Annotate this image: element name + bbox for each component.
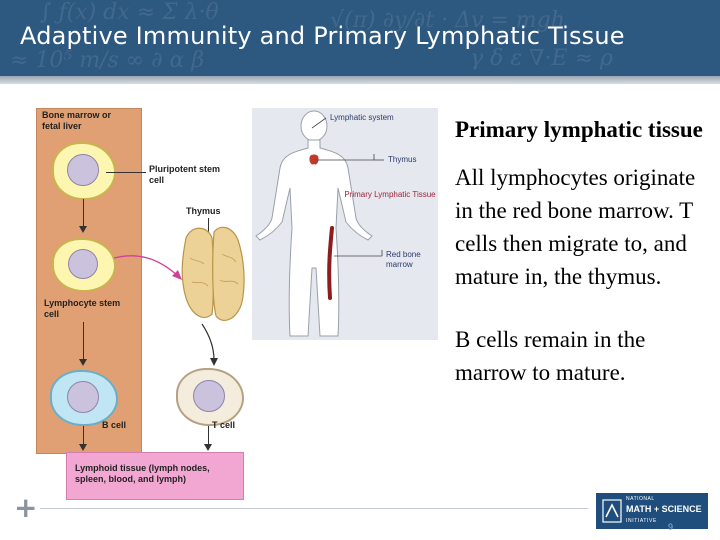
lymphoid-tissue-label: Lymphoid tissue (lymph nodes, spleen, bl… [75,463,210,484]
lymphocyte-development-diagram: Bone marrow or fetal liver Pluripotent s… [36,108,250,500]
b-cell-to-tissue-head [79,444,87,451]
arrow-down-1 [83,199,84,227]
content-text-column: Primary lymphatic tissue All lymphocytes… [455,115,713,389]
thymus-to-t-cell-arrow [201,323,218,366]
bone-marrow-label: Bone marrow or fetal liver [42,110,112,131]
human-body-outline [255,110,384,337]
arrow-down-2-head [79,359,87,366]
logo-emblem-icon [602,499,622,523]
nms-logo: NATIONAL MATH + SCIENCE INITIATIVE [596,493,708,529]
primary-lymphatic-tissue-label: Primary Lymphatic Tissue [344,190,436,199]
t-cell-to-tissue-line [208,426,209,446]
thymus-label-pointer [208,218,209,232]
arrow-down-2 [83,322,84,360]
b-cell-nucleus [67,381,99,413]
title-bar-background-texture: γ δ ε ∇·E ≈ ρ [470,46,613,71]
body-thymus-label: Thymus [388,155,417,164]
red-bone-marrow-label: Red bone marrow [386,250,421,269]
title-bar-background-texture: ∫ ƒ(x) dx ≈ Σ λ·θ [40,0,219,25]
lymphocyte-stem-cell-nucleus [68,249,98,279]
page-number: 9 [668,522,674,532]
pluripotent-label-pointer [106,172,146,173]
pluripotent-stem-cell-label: Pluripotent stem cell [149,164,221,185]
title-bar-background-texture: √(π) ∂y/∂t · Δv = mgh [330,8,565,33]
arrow-down-1-head [79,226,87,233]
lymphocyte-stem-cell-label: Lymphocyte stem cell [44,298,121,319]
title-underline [0,76,720,84]
footer-plus-icon: + [14,491,38,524]
logo-line-national: NATIONAL [626,496,655,502]
slide-title: Adaptive Immunity and Primary Lymphatic … [20,22,625,50]
paragraph-lymphocyte-origin: All lymphocytes originate in the red bon… [455,165,696,289]
lymphatic-system-label: Lymphatic system [330,113,394,122]
logo-line-math-science: MATH + SCIENCE [626,504,702,514]
logo-line-initiative: INITIATIVE [626,518,657,524]
title-bar-background-texture: ≈ 10⁵ m/s ∞ ∂ α β [10,48,205,73]
diagram-whitespace [252,340,438,500]
lymphocyte-stem-cell [52,238,116,292]
thymus-label: Thymus [186,206,221,216]
pluripotent-stem-cell-nucleus [67,154,99,186]
section-subtitle: Primary lymphatic tissue [455,117,703,142]
footer-divider [40,508,588,509]
t-cell-nucleus [193,380,225,412]
migration-arrow [113,255,182,280]
t-cell-label: T cell [212,420,236,430]
thymus-illustration [181,226,245,321]
lymphatic-system-diagram: Lymphatic system Thymus Primary Lymphati… [252,108,438,340]
b-cell-label: B cell [102,420,127,430]
paragraph-b-cell-maturation: B cells remain in the marrow to mature. [455,327,646,385]
lymphoid-tissue-box: Lymphoid tissue (lymph nodes, spleen, bl… [66,452,244,500]
title-bar: ∫ ƒ(x) dx ≈ Σ λ·θ √(π) ∂y/∂t · Δv = mgh … [0,0,720,76]
t-cell-to-tissue-head [204,444,212,451]
b-cell-to-tissue-line [83,426,84,446]
